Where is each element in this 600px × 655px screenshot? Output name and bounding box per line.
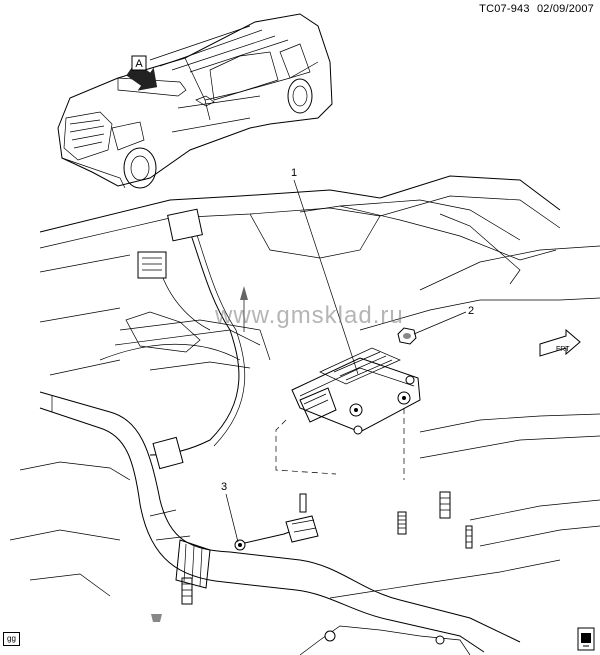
nut	[397, 327, 417, 345]
floor-duct	[39, 391, 521, 653]
callout-2: 2	[468, 305, 474, 317]
front-direction-arrow: FRT	[539, 328, 581, 357]
vehicle-illustration: A	[57, 13, 333, 189]
wiring-harness	[99, 208, 248, 470]
callout-1: 1	[291, 167, 297, 179]
front-arrow-label: FRT	[556, 346, 570, 353]
callout-3: 3	[221, 481, 227, 493]
bracket-detail	[299, 625, 471, 655]
inflatable-restraint-module	[275, 347, 421, 480]
ground-connector	[234, 515, 319, 551]
view-marker-label: A	[135, 58, 143, 70]
watermark: www.gmsklad.ru	[215, 302, 404, 329]
bottom-right-logo	[577, 627, 595, 651]
corner-badge: gg	[3, 632, 20, 646]
diagram-header: TC07-943 02/09/2007	[475, 3, 594, 15]
callouts: 1 2 3	[221, 167, 474, 543]
diagram-date: 02/09/2007	[536, 3, 594, 15]
diagram-code: TC07-943	[479, 3, 530, 15]
studs	[151, 491, 473, 622]
